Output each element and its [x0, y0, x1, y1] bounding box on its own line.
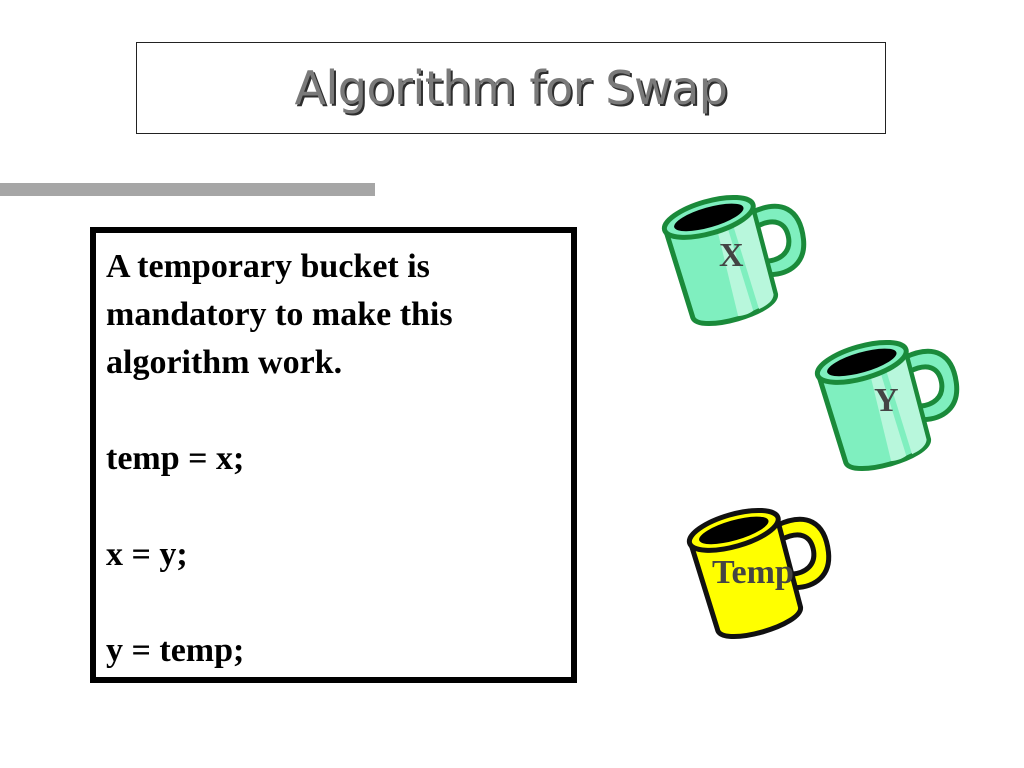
content-box: A temporary bucket is mandatory to make …	[90, 227, 577, 683]
mug-temp-icon	[686, 507, 832, 639]
content-text: A temporary bucket is mandatory to make …	[106, 243, 561, 675]
code-line-3: y = temp;	[106, 632, 245, 669]
mug-y: Y	[808, 320, 973, 475]
code-line-2: x = y;	[106, 536, 188, 573]
mug-temp: Temp	[680, 488, 850, 648]
mug-temp-label: Temp	[712, 554, 794, 591]
intro-line-1: A temporary bucket is	[106, 248, 430, 285]
accent-bar	[0, 183, 375, 196]
mug-y-label: Y	[874, 382, 899, 419]
code-line-1: temp = x;	[106, 440, 245, 477]
slide-title: Algorithm for Swap	[294, 61, 729, 115]
title-box: Algorithm for Swap	[136, 42, 886, 134]
mug-x: X	[655, 175, 820, 330]
mug-y-icon	[814, 339, 960, 471]
mug-x-label: X	[719, 237, 744, 274]
mug-x-icon	[661, 194, 807, 326]
intro-line-2: mandatory to make this	[106, 296, 453, 333]
intro-line-3: algorithm work.	[106, 344, 343, 381]
